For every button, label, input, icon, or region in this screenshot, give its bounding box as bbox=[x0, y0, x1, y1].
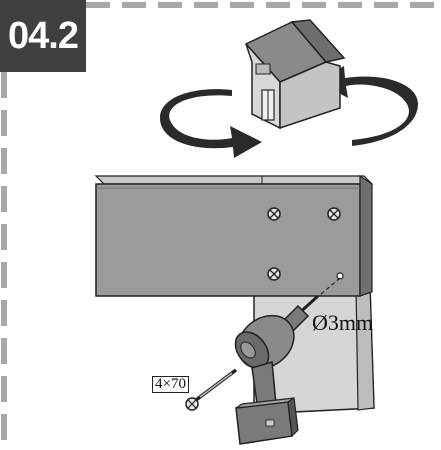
drill-icon bbox=[234, 294, 320, 445]
screw-size-label: 4×70 bbox=[152, 376, 189, 393]
drill-bit-size-label: Ø3mm bbox=[312, 310, 374, 335]
rotate-arrow-icon bbox=[318, 66, 418, 146]
step-number-badge: 04.2 bbox=[0, 0, 86, 72]
wall-panel-assembly bbox=[94, 174, 375, 415]
shed-icon bbox=[244, 19, 346, 130]
fixing-screws bbox=[267, 207, 344, 281]
rotate-arrow-icon bbox=[160, 89, 262, 158]
screw-icon bbox=[185, 368, 238, 411]
